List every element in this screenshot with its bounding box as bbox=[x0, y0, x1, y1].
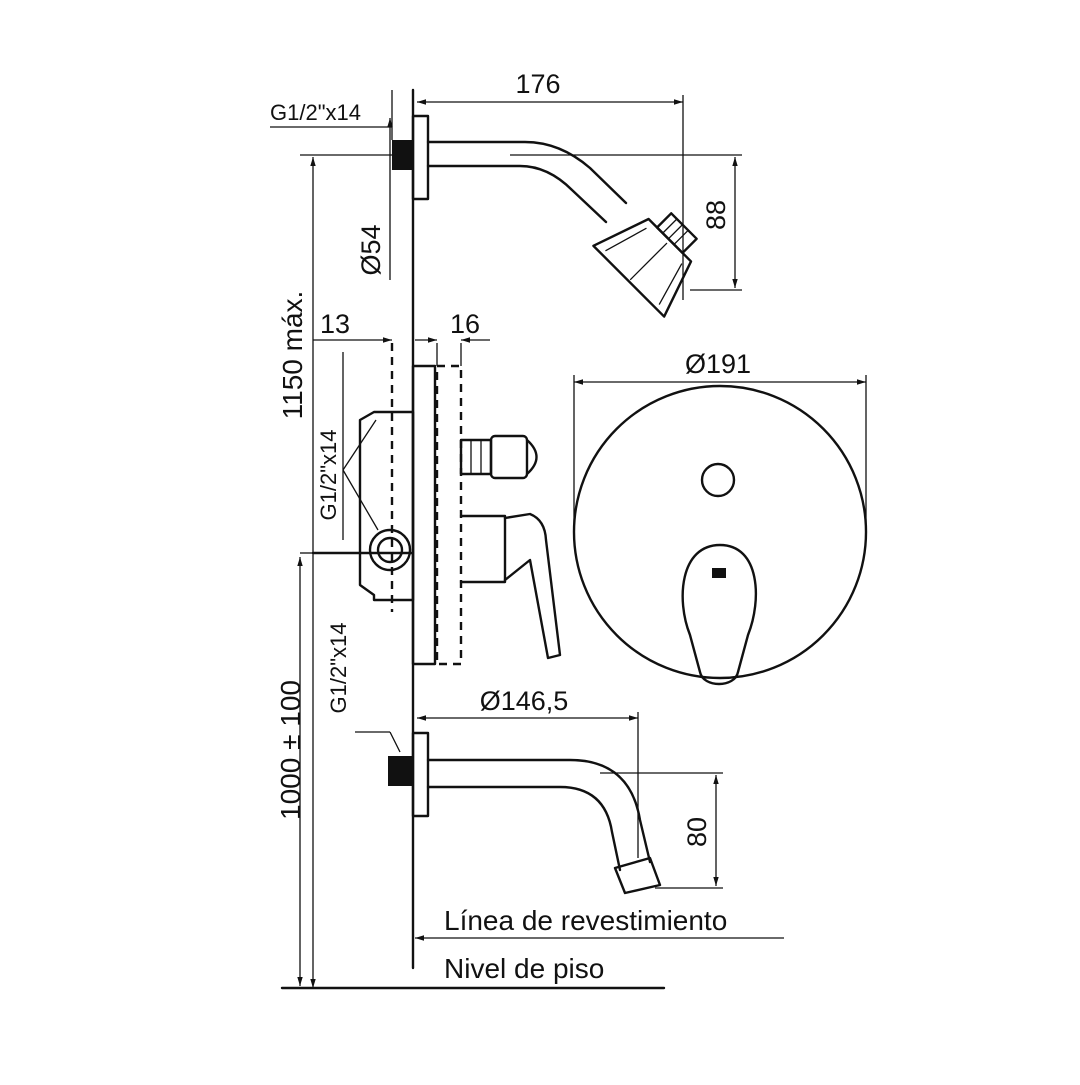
dim-plate-diameter: Ø191 bbox=[573, 349, 867, 530]
thread-callout-bottom: G1/2"x14 bbox=[326, 623, 401, 753]
dim-spout-height bbox=[297, 552, 313, 986]
dim-label-o191: Ø191 bbox=[685, 349, 751, 379]
dim-label-o146: Ø146,5 bbox=[480, 686, 569, 716]
floor-level-label: Nivel de piso bbox=[444, 953, 604, 984]
dim-label-16: 16 bbox=[450, 309, 480, 339]
dim-label-o54: Ø54 bbox=[356, 224, 386, 275]
shower-inlet-thread bbox=[392, 140, 413, 170]
spout-lower bbox=[426, 785, 622, 872]
spout-flange bbox=[411, 731, 430, 818]
valve-plate-extension bbox=[435, 364, 463, 666]
spout-upper bbox=[426, 758, 652, 864]
dim-shower-flange-diameter: Ø54 bbox=[356, 118, 393, 280]
dim-label-176: 176 bbox=[515, 69, 560, 99]
dim-label-1000: 1000 ± 100 bbox=[275, 680, 306, 820]
finish-line-label: Línea de revestimiento bbox=[444, 905, 727, 936]
dim-spout-length: Ø146,5 bbox=[417, 686, 639, 858]
spout-inlet-thread bbox=[388, 756, 413, 786]
dim-spout-drop: 80 bbox=[600, 772, 723, 889]
floor-level-callout: Nivel de piso bbox=[444, 953, 604, 984]
shower-flange bbox=[411, 114, 430, 201]
diverter-knob-cap bbox=[525, 438, 538, 476]
lever-front bbox=[681, 543, 758, 686]
shower-arm-assembly bbox=[392, 114, 698, 318]
shower-arm-lower bbox=[426, 164, 608, 224]
dim-spout-height-label: 1000 ± 100 bbox=[275, 680, 306, 820]
lever-handle bbox=[503, 512, 562, 660]
dim-valve-depth-13: 13 bbox=[313, 309, 392, 343]
dim-label-88: 88 bbox=[701, 200, 731, 230]
valve-body bbox=[358, 410, 415, 602]
dim-label-1150: 1150 máx. bbox=[277, 291, 308, 420]
shower-head bbox=[592, 212, 698, 318]
dim-max-height: 1150 máx. bbox=[277, 154, 392, 988]
shower-arm-upper bbox=[426, 140, 628, 205]
valve-cartridge-outer bbox=[368, 528, 412, 572]
mixer-valve-assembly bbox=[311, 343, 562, 666]
dim-shower-arm-length: 176 bbox=[417, 69, 684, 300]
thread-label-top: G1/2"x14 bbox=[270, 100, 361, 125]
spout-aerator bbox=[613, 856, 662, 895]
diverter-knob bbox=[489, 434, 529, 480]
thread-callout-top: G1/2"x14 bbox=[270, 90, 393, 140]
diverter-stem bbox=[459, 438, 493, 476]
spout-assembly bbox=[388, 731, 662, 895]
valve-cartridge-inner bbox=[376, 536, 404, 564]
dim-label-13: 13 bbox=[320, 309, 350, 339]
thread-label-middle: G1/2"x14 bbox=[316, 430, 341, 521]
thread-callout-middle: G1/2"x14 bbox=[316, 352, 379, 540]
dim-shower-head-drop: 88 bbox=[510, 154, 742, 291]
valve-plate-section bbox=[411, 364, 437, 666]
thread-label-bottom: G1/2"x14 bbox=[326, 623, 351, 714]
trim-plate-front bbox=[572, 384, 868, 686]
finish-line-callout: Línea de revestimiento bbox=[415, 905, 784, 941]
dim-label-80: 80 bbox=[682, 817, 712, 847]
dim-valve-depth-16: 16 bbox=[415, 309, 490, 343]
diverter-hole bbox=[700, 462, 736, 498]
lever-base bbox=[459, 514, 507, 584]
trim-plate bbox=[572, 384, 868, 680]
brand-logo bbox=[712, 568, 726, 578]
